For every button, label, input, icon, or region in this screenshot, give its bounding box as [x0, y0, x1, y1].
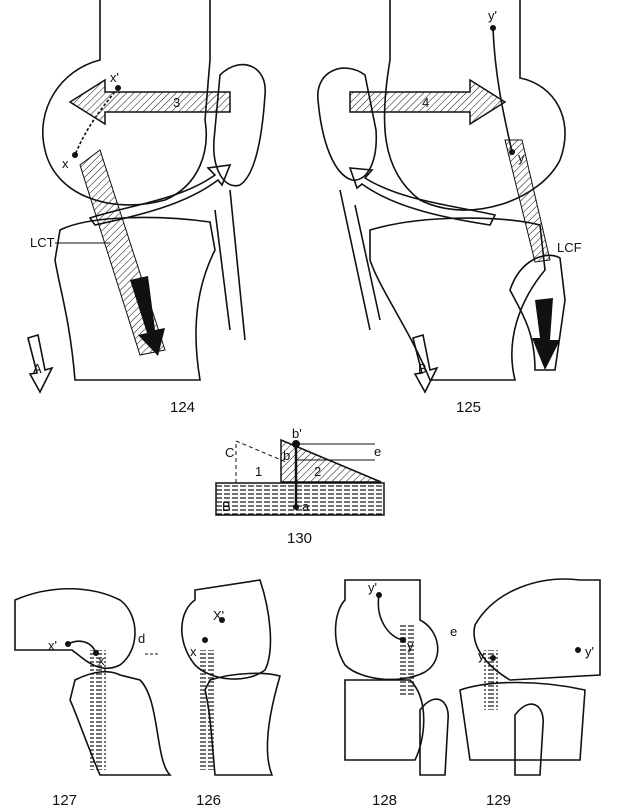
- femur: [383, 0, 566, 211]
- label-c: C: [225, 445, 234, 460]
- dark-arrow: [130, 276, 165, 356]
- label-y: y: [407, 638, 414, 653]
- label-x: x: [62, 156, 69, 171]
- figure-number-128: 128: [372, 792, 397, 808]
- label-a: a: [302, 499, 310, 514]
- force-arrow-b: [412, 333, 439, 394]
- label-d: d: [138, 631, 145, 646]
- figure-124: x' x 3 LCT A 124: [27, 0, 266, 416]
- white-arrow: [88, 164, 232, 226]
- label-x-prime: x': [48, 638, 57, 653]
- patella: [213, 63, 266, 187]
- label-3: 3: [173, 95, 180, 110]
- figure-129: y' y 129: [459, 578, 601, 808]
- force-arrow-a: [27, 333, 54, 394]
- label-x-prime: X': [213, 608, 224, 623]
- figure-number-130: 130: [287, 530, 312, 547]
- figure-126: X' x 126: [181, 579, 281, 808]
- arrow-4: [349, 78, 507, 126]
- figure-number-124: 124: [170, 399, 195, 416]
- fibula: [214, 189, 246, 341]
- figure-number-129: 129: [486, 792, 511, 808]
- label-b: b: [283, 448, 290, 463]
- label-x-prime: x': [110, 70, 119, 85]
- dark-arrow: [532, 298, 560, 370]
- figure-number-127: 127: [52, 792, 77, 808]
- label-b-prime: b': [292, 426, 302, 441]
- figure-130: C b' b e 1 2 B a 130: [215, 426, 385, 547]
- figure-125: y' y 4 LCF B 125: [317, 0, 582, 416]
- femur: [42, 0, 211, 206]
- label-y-prime: y': [488, 8, 497, 23]
- label-b: B: [418, 361, 427, 376]
- label-a: A: [33, 361, 42, 376]
- figure-number-126: 126: [196, 792, 221, 808]
- figure-128: y' y e 128: [334, 579, 457, 808]
- label-y-prime: y': [368, 580, 377, 595]
- figure-127: x' x d 127: [14, 588, 172, 808]
- label-4: 4: [422, 95, 429, 110]
- label-lcf: LCF: [557, 240, 582, 255]
- label-x: x: [190, 644, 197, 659]
- label-2: 2: [314, 464, 321, 479]
- label-base: B: [222, 499, 231, 514]
- label-e: e: [450, 624, 457, 639]
- label-y-prime: y': [585, 644, 594, 659]
- label-1: 1: [255, 464, 262, 479]
- label-y: y: [478, 648, 485, 663]
- arrow-3: [68, 78, 231, 126]
- tibia: [369, 217, 546, 381]
- fibula-head: [509, 254, 566, 371]
- label-y: y: [518, 150, 525, 165]
- figure-number-125: 125: [456, 399, 481, 416]
- base-block: [215, 482, 385, 516]
- white-arrow: [348, 167, 497, 226]
- fibula: [339, 189, 381, 331]
- ligament-lcf: [504, 139, 551, 263]
- wedge-2: [280, 438, 382, 483]
- tibia: [54, 216, 216, 381]
- label-x: x: [98, 653, 105, 668]
- patella: [317, 67, 378, 181]
- label-lct: LCT: [30, 235, 55, 250]
- label-e: e: [374, 444, 381, 459]
